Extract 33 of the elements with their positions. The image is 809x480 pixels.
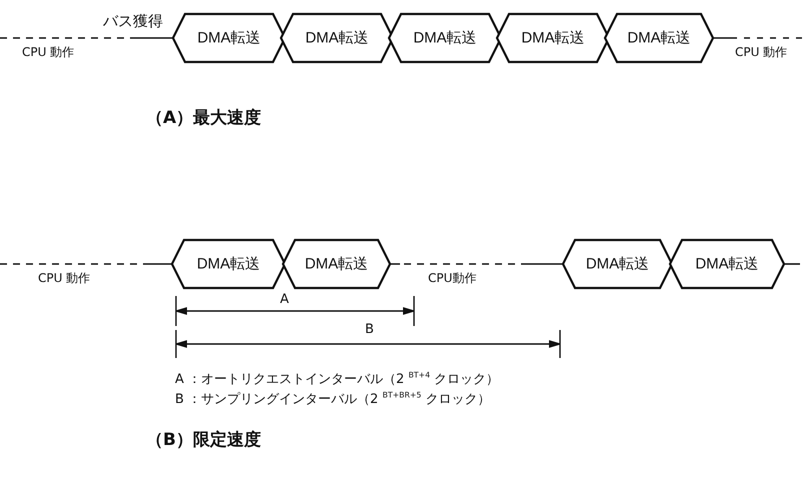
bus-line: [0, 263, 172, 265]
signal-label: CPU動作: [428, 270, 476, 287]
transfer-hexagon: [173, 14, 285, 62]
dimension-label: A: [280, 292, 289, 307]
bus-line: [784, 263, 800, 265]
transfer-hexagon: [283, 240, 390, 288]
node-label: DMA転送: [626, 28, 692, 48]
dimension-label: B: [365, 322, 374, 337]
signal-label: CPU 動作: [38, 270, 90, 287]
node-label: DMA転送: [196, 254, 262, 274]
bus-line: [390, 263, 563, 265]
section-title: （B）限定速度: [146, 429, 261, 451]
transfer-hexagon: [605, 14, 713, 62]
transfer-hexagon: [563, 240, 672, 288]
legend-note: A ：オートリクエストインターバル（2 $^{BT+4}$ クロック）: [175, 370, 500, 388]
signal-label: CPU 動作: [735, 44, 788, 61]
legend-note: B ：サンプリングインターバル（2 $^{BT+BR+5}$ クロック）: [175, 390, 491, 408]
node-label: DMA転送: [196, 28, 262, 48]
signal-label: バス獲得: [103, 12, 163, 31]
signal-label: CPU 動作: [22, 44, 74, 61]
node-label: DMA転送: [304, 28, 370, 48]
transfer-hexagon: [172, 240, 285, 288]
node-label: DMA転送: [584, 254, 650, 274]
node-label: DMA転送: [520, 28, 586, 48]
node-label: DMA転送: [304, 254, 370, 274]
transfer-hexagon: [389, 14, 501, 62]
section-title: （A）最大速度: [146, 107, 262, 129]
transfer-hexagon: [497, 14, 609, 62]
bus-line: [0, 37, 173, 39]
transfer-hexagon: [281, 14, 393, 62]
node-label: DMA転送: [694, 254, 760, 274]
transfer-hexagon: [670, 240, 784, 288]
node-label: DMA転送: [412, 28, 478, 48]
